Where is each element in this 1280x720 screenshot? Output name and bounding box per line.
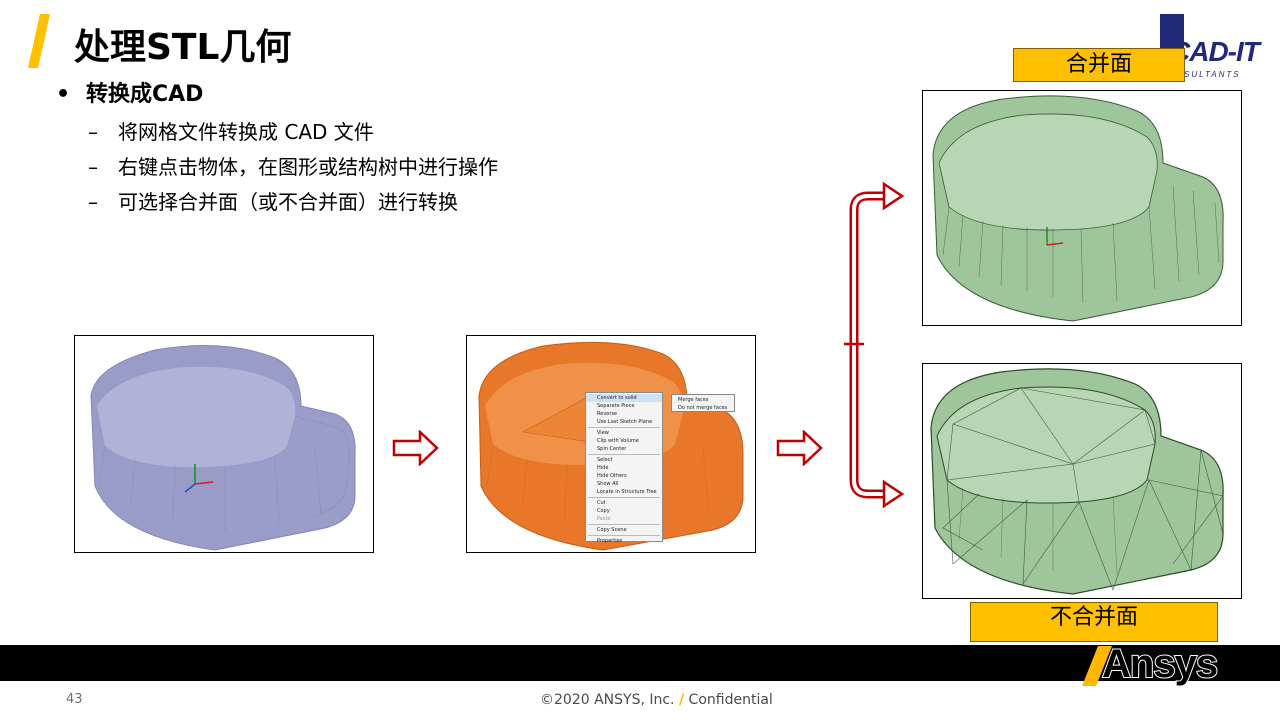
menu-separator (588, 497, 660, 498)
menu-item-paste[interactable]: Paste (597, 516, 611, 522)
unmerged-faces-image (922, 363, 1242, 599)
sub-item-text: 可选择合并面（或不合并面）进行转换 (118, 190, 458, 214)
context-menu: Convert to solid Separate Piece Reverse … (585, 392, 663, 544)
cadit-logo-subtext: SULTANTS (1184, 70, 1241, 79)
sub-marker: – (88, 155, 98, 179)
merge-faces-label: 合并面 (1013, 48, 1185, 82)
sub-item-text: 将网格文件转换成 CAD 文件 (118, 120, 374, 144)
ansys-logo-text: Ansys (1101, 641, 1219, 687)
slide-title: 处理STL几何 (74, 27, 292, 68)
menu-item-view[interactable]: View (597, 430, 609, 436)
menu-separator (588, 535, 660, 536)
menu-separator (588, 427, 660, 428)
arrow-right-icon (776, 430, 823, 466)
ansys-logo: Ansys (1082, 641, 1242, 690)
footer-band (0, 645, 1280, 681)
bullet-convert-cad: • 转换成CAD (56, 76, 203, 108)
merged-faces-image (922, 90, 1242, 326)
menu-item-properties[interactable]: Properties (597, 538, 623, 544)
menu-item-convert-to-solid[interactable]: Convert to solid (586, 394, 662, 402)
menu-item-hide-others[interactable]: Hide Others (597, 473, 627, 479)
sub-marker: – (88, 120, 98, 144)
menu-item-locate-in-structure-tree[interactable]: Locate in Structure Tree (597, 489, 657, 495)
menu-item-reverse[interactable]: Reverse (597, 411, 618, 417)
sub-item-text: 右键点击物体，在图形或结构树中进行操作 (118, 155, 498, 179)
no-merge-faces-label: 不合并面 (970, 602, 1218, 642)
context-menu-image: Convert to solid Separate Piece Reverse … (466, 335, 756, 553)
menu-item-hide[interactable]: Hide (597, 465, 609, 471)
submenu-item-merge-faces[interactable]: Merge faces (678, 397, 709, 403)
sub-marker: – (88, 190, 98, 214)
stl-mesh-model (90, 345, 356, 551)
menu-item-copy-scene[interactable]: Copy Scene (597, 527, 627, 533)
sub-item-2: –右键点击物体，在图形或结构树中进行操作 (88, 151, 498, 180)
unmerged-faces-model (930, 368, 1224, 595)
menu-item-show-all[interactable]: Show All (597, 481, 619, 487)
menu-item-select[interactable]: Select (597, 457, 613, 463)
menu-item-separate-piece[interactable]: Separate Piece (597, 403, 635, 409)
sub-item-1: –将网格文件转换成 CAD 文件 (88, 116, 374, 145)
copyright-slash: / (678, 692, 685, 708)
copyright-notice: ©2020 ANSYS, Inc. / Confidential (540, 692, 773, 708)
bullet-marker: • (56, 82, 71, 107)
title-slash-accent (28, 14, 50, 68)
menu-item-use-last-sketch-plane[interactable]: Use Last Sketch Plane (597, 419, 653, 425)
submenu-item-do-not-merge-faces[interactable]: Do not merge faces (678, 405, 728, 411)
copyright-text: ©2020 ANSYS, Inc. (540, 692, 675, 708)
menu-item-copy[interactable]: Copy (597, 508, 610, 514)
merged-faces-model (932, 95, 1224, 322)
menu-item-clip-with-volume[interactable]: Clip with Volume (597, 438, 639, 444)
menu-item-cut[interactable]: Cut (597, 500, 606, 506)
bullet-text: 转换成CAD (86, 82, 204, 107)
sub-item-3: –可选择合并面（或不合并面）进行转换 (88, 186, 458, 215)
menu-item-spin-center[interactable]: Spin Center (597, 446, 627, 452)
stl-mesh-image (74, 335, 374, 553)
arrow-right-icon (392, 430, 439, 466)
context-submenu: Merge faces Do not merge faces (671, 394, 735, 412)
confidential-text: Confidential (688, 692, 773, 708)
page-number: 43 (66, 692, 83, 707)
fork-arrow-icon (844, 181, 905, 509)
ansys-slash-icon (1082, 646, 1112, 686)
menu-separator (588, 524, 660, 525)
menu-separator (588, 454, 660, 455)
